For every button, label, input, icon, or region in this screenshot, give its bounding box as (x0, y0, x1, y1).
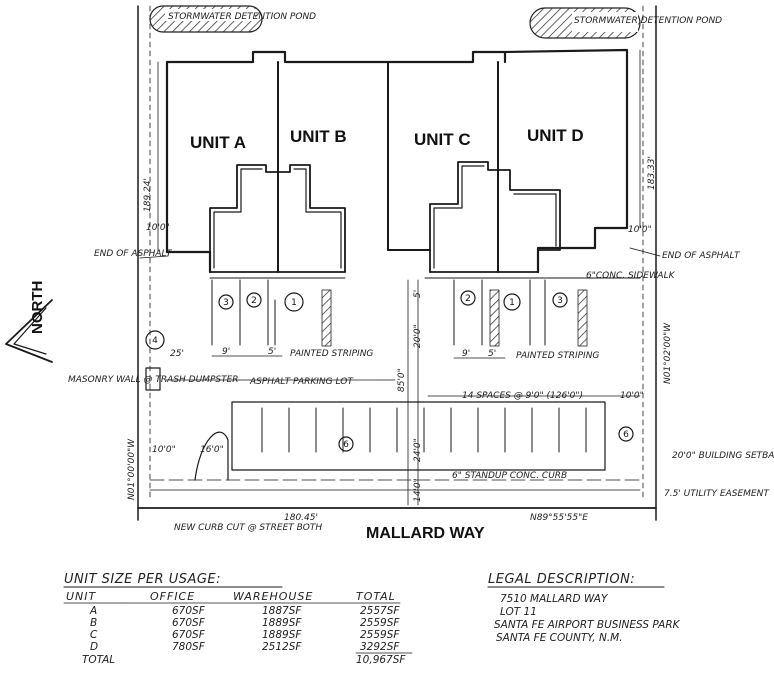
usage-row-d-warehouse: 2512SF (262, 641, 302, 653)
svg-text:6: 6 (343, 440, 349, 450)
dim-10-right: 10'0" (628, 225, 652, 235)
north-label: NORTH (29, 281, 46, 334)
bearing-right: N01°02'00"W (663, 322, 673, 384)
usage-table: UNIT SIZE PER USAGE: UNIT OFFICE WAREHOU… (63, 572, 413, 666)
usage-header-total: TOTAL (356, 590, 396, 603)
marker-1-a: 1 (284, 292, 304, 312)
unit-d-label: UNIT D (527, 126, 584, 145)
usage-row-b-warehouse: 1889SF (262, 617, 302, 629)
usage-row-a-unit: A (89, 605, 97, 617)
dim-16: 16'0" (200, 445, 224, 455)
svg-text:4: 4 (152, 336, 158, 346)
usage-row-b-office: 670SF (172, 617, 206, 629)
parking-stalls-left (211, 279, 332, 347)
end-asphalt-right: END OF ASPHALT (662, 251, 741, 261)
marker-3-a: 3 (218, 294, 234, 310)
bearing-left: N01°00'00"W (127, 438, 137, 500)
usage-row-total-label: TOTAL (82, 654, 115, 666)
usage-row-d-office: 780SF (172, 641, 206, 653)
svg-text:3: 3 (557, 296, 563, 306)
painted-striping-left: PAINTED STRIPING (290, 349, 373, 359)
marker-3-d: 3 (552, 292, 568, 308)
bearing-bottom: N89°55'55"E (530, 513, 588, 523)
dim-right: 183.33' (647, 156, 657, 190)
setback-note: 20'0" BUILDING SETBACK LINE (672, 451, 774, 461)
usage-row-b-total: 2559SF (360, 617, 400, 629)
dim-width: 180.45' (284, 513, 318, 523)
usage-row-c-warehouse: 1889SF (262, 629, 302, 641)
marker-2-a: 2 (246, 292, 262, 308)
lower-parking-row (231, 401, 606, 471)
svg-text:3: 3 (223, 298, 229, 308)
masonry-wall-note: MASONRY WALL @ TRASH DUMPSTER (68, 375, 239, 385)
usage-row-a-total: 2557SF (360, 605, 400, 617)
usage-row-total-value: 10,967SF (356, 654, 406, 666)
curb-note: 6" STANDUP CONC. CURB (452, 471, 567, 481)
marker-2-c: 2 (460, 290, 476, 306)
marker-4: 4 (145, 330, 165, 350)
new-curb-cut-note: NEW CURB CUT @ STREET BOTH (174, 523, 322, 533)
legal-line-4: SANTA FE COUNTY, N.M. (496, 632, 623, 644)
usage-row-c-unit: C (90, 629, 98, 641)
dim-10-lower-right: 10'0" (620, 391, 644, 401)
legal-title: LEGAL DESCRIPTION: (488, 572, 635, 587)
end-asphalt-left: END OF ASPHALT (94, 249, 173, 259)
marker-6-a: 6 (338, 436, 354, 452)
unit-b-label: UNIT B (290, 127, 347, 146)
north-arrow: NORTH (5, 281, 53, 363)
marker-1-c: 1 (503, 293, 521, 311)
usage-row-c-office: 670SF (172, 629, 206, 641)
stormwater-right-note: STORMWATER DETENTION POND (574, 16, 722, 26)
stormwater-left-note: STORMWATER DETENTION POND (168, 12, 316, 22)
legal-description: LEGAL DESCRIPTION: 7510 MALLARD WAY LOT … (487, 572, 681, 644)
parking-stalls-right (453, 279, 588, 347)
usage-row-c-total: 2559SF (360, 629, 400, 641)
usage-header-warehouse: WAREHOUSE (233, 590, 313, 603)
dim-left: 189.24' (143, 178, 153, 212)
svg-text:1: 1 (509, 298, 515, 308)
marker-6-b: 6 (618, 426, 634, 442)
svg-text:2: 2 (251, 296, 257, 306)
unit-c-label: UNIT C (414, 130, 471, 149)
dim-9-right: 9' (462, 349, 470, 359)
dim-24: 24'0" (413, 438, 423, 462)
usage-table-title: UNIT SIZE PER USAGE: (64, 572, 221, 587)
legal-line-3: SANTA FE AIRPORT BUSINESS PARK (494, 619, 681, 631)
dim-25: 25' (170, 349, 184, 359)
unit-a-label: UNIT A (190, 133, 246, 152)
usage-row-d-unit: D (90, 641, 98, 653)
dim-5-right: 5' (488, 349, 496, 359)
legal-line-2: LOT 11 (500, 606, 537, 618)
utility-note: 7.5' UTILITY EASEMENT (664, 489, 770, 499)
dumpster-enclosure (145, 367, 161, 391)
legal-line-1: 7510 MALLARD WAY (500, 593, 609, 605)
usage-row-a-office: 670SF (172, 605, 206, 617)
spaces-note: 14 SPACES @ 9'0" (126'0") (462, 391, 583, 401)
curb-cut (194, 431, 229, 481)
dim-5-top: 5' (413, 290, 423, 298)
usage-header-unit: UNIT (66, 590, 97, 603)
usage-row-a-warehouse: 1887SF (262, 605, 302, 617)
svg-text:2: 2 (465, 294, 471, 304)
street-name: MALLARD WAY (366, 525, 485, 542)
usage-row-d-total: 3292SF (360, 641, 400, 653)
dim-9-left: 9' (222, 347, 230, 357)
dim-5-left: 5' (268, 347, 276, 357)
usage-header-office: OFFICE (150, 590, 195, 603)
dim-10-lower-left: 10'0" (152, 445, 176, 455)
painted-striping-right: PAINTED STRIPING (516, 351, 599, 361)
dim-10-left: 10'0" (146, 223, 170, 233)
sidewalk-note: 6"CONC. SIDEWALK (586, 271, 676, 281)
dim-85: 85'0" (397, 368, 407, 392)
svg-text:1: 1 (291, 298, 297, 308)
dim-20: 20'0" (413, 324, 423, 348)
building-footprint (165, 48, 629, 274)
svg-text:6: 6 (623, 430, 629, 440)
usage-row-b-unit: B (90, 617, 97, 629)
asphalt-parking-note: ASPHALT PARKING LOT (249, 377, 354, 387)
